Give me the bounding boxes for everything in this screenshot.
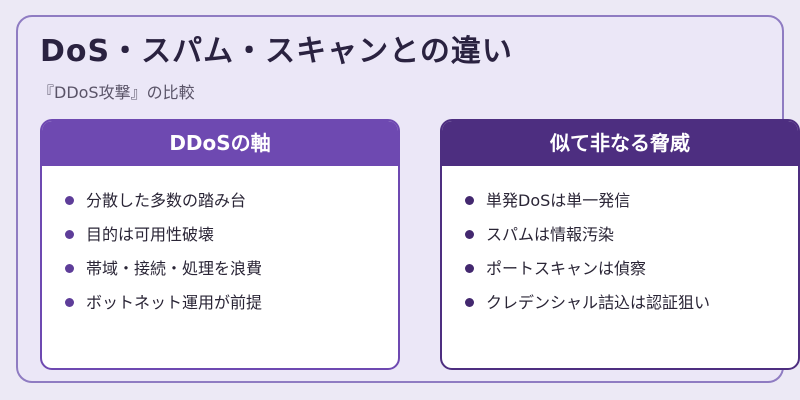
list-item-text: 分散した多数の踏み台: [86, 191, 247, 210]
card-item-list: 分散した多数の踏み台 目的は可用性破壊 帯域・接続・処理を浪費 ボットネット運用…: [42, 166, 398, 320]
list-item-text: 単発DoSは単一発信: [486, 191, 631, 210]
bullet-dot-icon: [65, 196, 74, 205]
card-item-list: 単発DoSは単一発信 スパムは情報汚染 ポートスキャンは偵察 クレデンシャル詰込…: [442, 166, 798, 320]
list-item: 分散した多数の踏み台: [42, 184, 398, 218]
ddos-axis-card: DDoSの軸 分散した多数の踏み台 目的は可用性破壊 帯域・接続・処理を浪費 ボ…: [40, 119, 400, 370]
bullet-dot-icon: [65, 298, 74, 307]
list-item: 帯域・接続・処理を浪費: [42, 252, 398, 286]
list-item-text: クレデンシャル詰込は認証狙い: [486, 293, 711, 312]
similar-threats-card: 似て非なる脅威 単発DoSは単一発信 スパムは情報汚染 ポートスキャンは偵察 ク…: [440, 119, 800, 370]
list-item-text: ポートスキャンは偵察: [486, 259, 647, 278]
bullet-dot-icon: [465, 298, 474, 307]
page-subtitle: 『DDoS攻撃』の比較: [38, 83, 195, 102]
page-title: DoS・スパム・スキャンとの違い: [40, 34, 513, 69]
list-item: 単発DoSは単一発信: [442, 184, 798, 218]
list-item: ポートスキャンは偵察: [442, 252, 798, 286]
list-item: ボットネット運用が前提: [42, 286, 398, 320]
list-item-text: スパムは情報汚染: [486, 225, 615, 244]
list-item-text: ボットネット運用が前提: [86, 293, 263, 312]
bullet-dot-icon: [465, 196, 474, 205]
list-item-text: 帯域・接続・処理を浪費: [86, 259, 263, 278]
list-item: スパムは情報汚染: [442, 218, 798, 252]
list-item-text: 目的は可用性破壊: [86, 225, 215, 244]
list-item: 目的は可用性破壊: [42, 218, 398, 252]
card-heading: 似て非なる脅威: [442, 121, 798, 166]
list-item: クレデンシャル詰込は認証狙い: [442, 286, 798, 320]
card-heading: DDoSの軸: [42, 121, 398, 166]
bullet-dot-icon: [65, 230, 74, 239]
bullet-dot-icon: [65, 264, 74, 273]
bullet-dot-icon: [465, 230, 474, 239]
bullet-dot-icon: [465, 264, 474, 273]
